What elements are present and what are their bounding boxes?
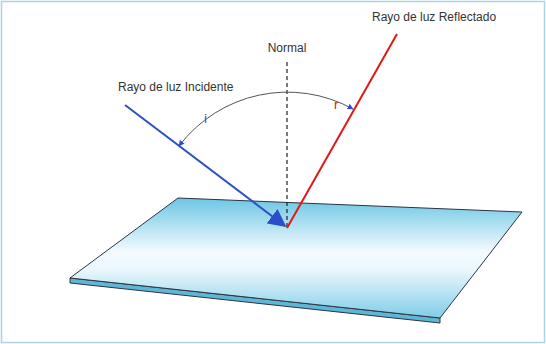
normal-label: Normal <box>268 41 307 55</box>
incident-ray <box>125 105 285 226</box>
mirror-surface <box>70 198 522 318</box>
ray-label: Rayo de luz Incidente <box>118 80 233 94</box>
angle-symbol: r <box>334 98 338 112</box>
normal-line <box>286 62 287 228</box>
angle-symbol: i <box>204 112 207 126</box>
ray-label: Rayo de luz Reflectado <box>372 10 496 24</box>
angle-arc <box>179 92 353 146</box>
reflected-ray <box>287 34 397 228</box>
